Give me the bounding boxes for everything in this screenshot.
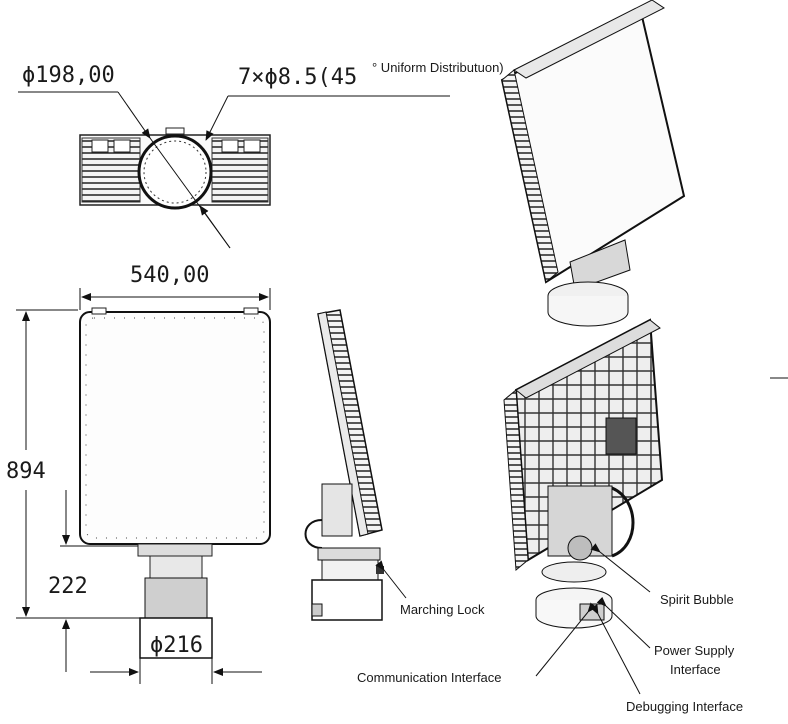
phi198-leader-lower: [199, 205, 231, 249]
dim-phi216: ϕ216: [150, 633, 203, 658]
marching-lock-knob: [376, 566, 384, 574]
power-supply-leader: [596, 596, 651, 649]
dim-holes-note: ° Uniform Distributuon): [372, 60, 504, 75]
width-dimension: [79, 288, 271, 310]
side-bracket: [321, 483, 353, 537]
front-mount-bracket: [149, 555, 203, 579]
top-view-tab: [165, 127, 185, 135]
front-pedestal: [144, 577, 208, 619]
marching-lock-leader: [375, 560, 407, 599]
dim-phi198: ϕ198,00: [22, 63, 115, 88]
side-connector: [311, 603, 323, 617]
iso-front-rotator: [541, 561, 607, 583]
top-view-port: [113, 139, 131, 153]
spirit-bubble: [567, 535, 593, 561]
top-view-left-fins: [81, 137, 141, 203]
front-panel-tab: [243, 307, 259, 315]
iso-view-front: [503, 318, 664, 629]
front-mount-plate: [137, 543, 213, 557]
callout-spirit-bubble: Spirit Bubble: [660, 592, 734, 607]
front-base-box: [139, 617, 213, 659]
holes-leader: [205, 95, 229, 141]
callout-marching-lock: Marching Lock: [400, 602, 485, 617]
front-panel-tab: [91, 307, 107, 315]
iso-rear-pedestal: [547, 296, 629, 327]
height-dimension: [16, 309, 140, 619]
front-panel: [79, 311, 271, 545]
side-panel-face: [317, 311, 369, 537]
side-view: [304, 309, 384, 621]
side-cable: [304, 519, 323, 549]
iso-rear-mount: [569, 239, 631, 291]
callout-communication: Communication Interface: [357, 670, 502, 685]
top-view-port: [221, 139, 239, 153]
top-view-port: [91, 139, 109, 153]
callout-power-supply-1: Power Supply: [654, 643, 735, 658]
iso-front-panel-edge: [503, 388, 529, 572]
base-diameter-dimension: [90, 658, 262, 684]
debugging-leader: [590, 604, 641, 695]
dim-h222: 222: [48, 574, 88, 599]
side-turntable: [317, 547, 381, 561]
iso-view-rear: [500, 0, 686, 327]
front-panel-screws: [85, 317, 265, 539]
callout-power-supply-2: Interface: [670, 662, 721, 677]
iso-front-panel-top: [515, 319, 661, 399]
side-base: [311, 579, 383, 621]
dim-holes: 7×ϕ8.5(45: [238, 65, 357, 90]
pedestal-height-dimension: [60, 490, 138, 672]
spirit-bubble-leader: [590, 543, 651, 593]
side-rotator: [321, 559, 379, 581]
front-view: [79, 307, 271, 659]
top-view-port: [243, 139, 261, 153]
iso-rear-panel-top: [513, 0, 665, 79]
communication-leader: [535, 602, 597, 677]
iso-front-cable: [611, 486, 635, 558]
phi198-leader: [117, 91, 151, 139]
iso-front-module: [605, 417, 637, 455]
callout-debugging: Debugging Interface: [626, 699, 743, 714]
top-dimension-leaders: [18, 91, 450, 249]
top-view-bolt-circle: [143, 140, 207, 204]
dim-h894: 894: [6, 459, 46, 484]
top-view: [79, 127, 271, 210]
dim-width540: 540,00: [130, 263, 209, 288]
iso-rear-panel-edge: [501, 69, 559, 283]
